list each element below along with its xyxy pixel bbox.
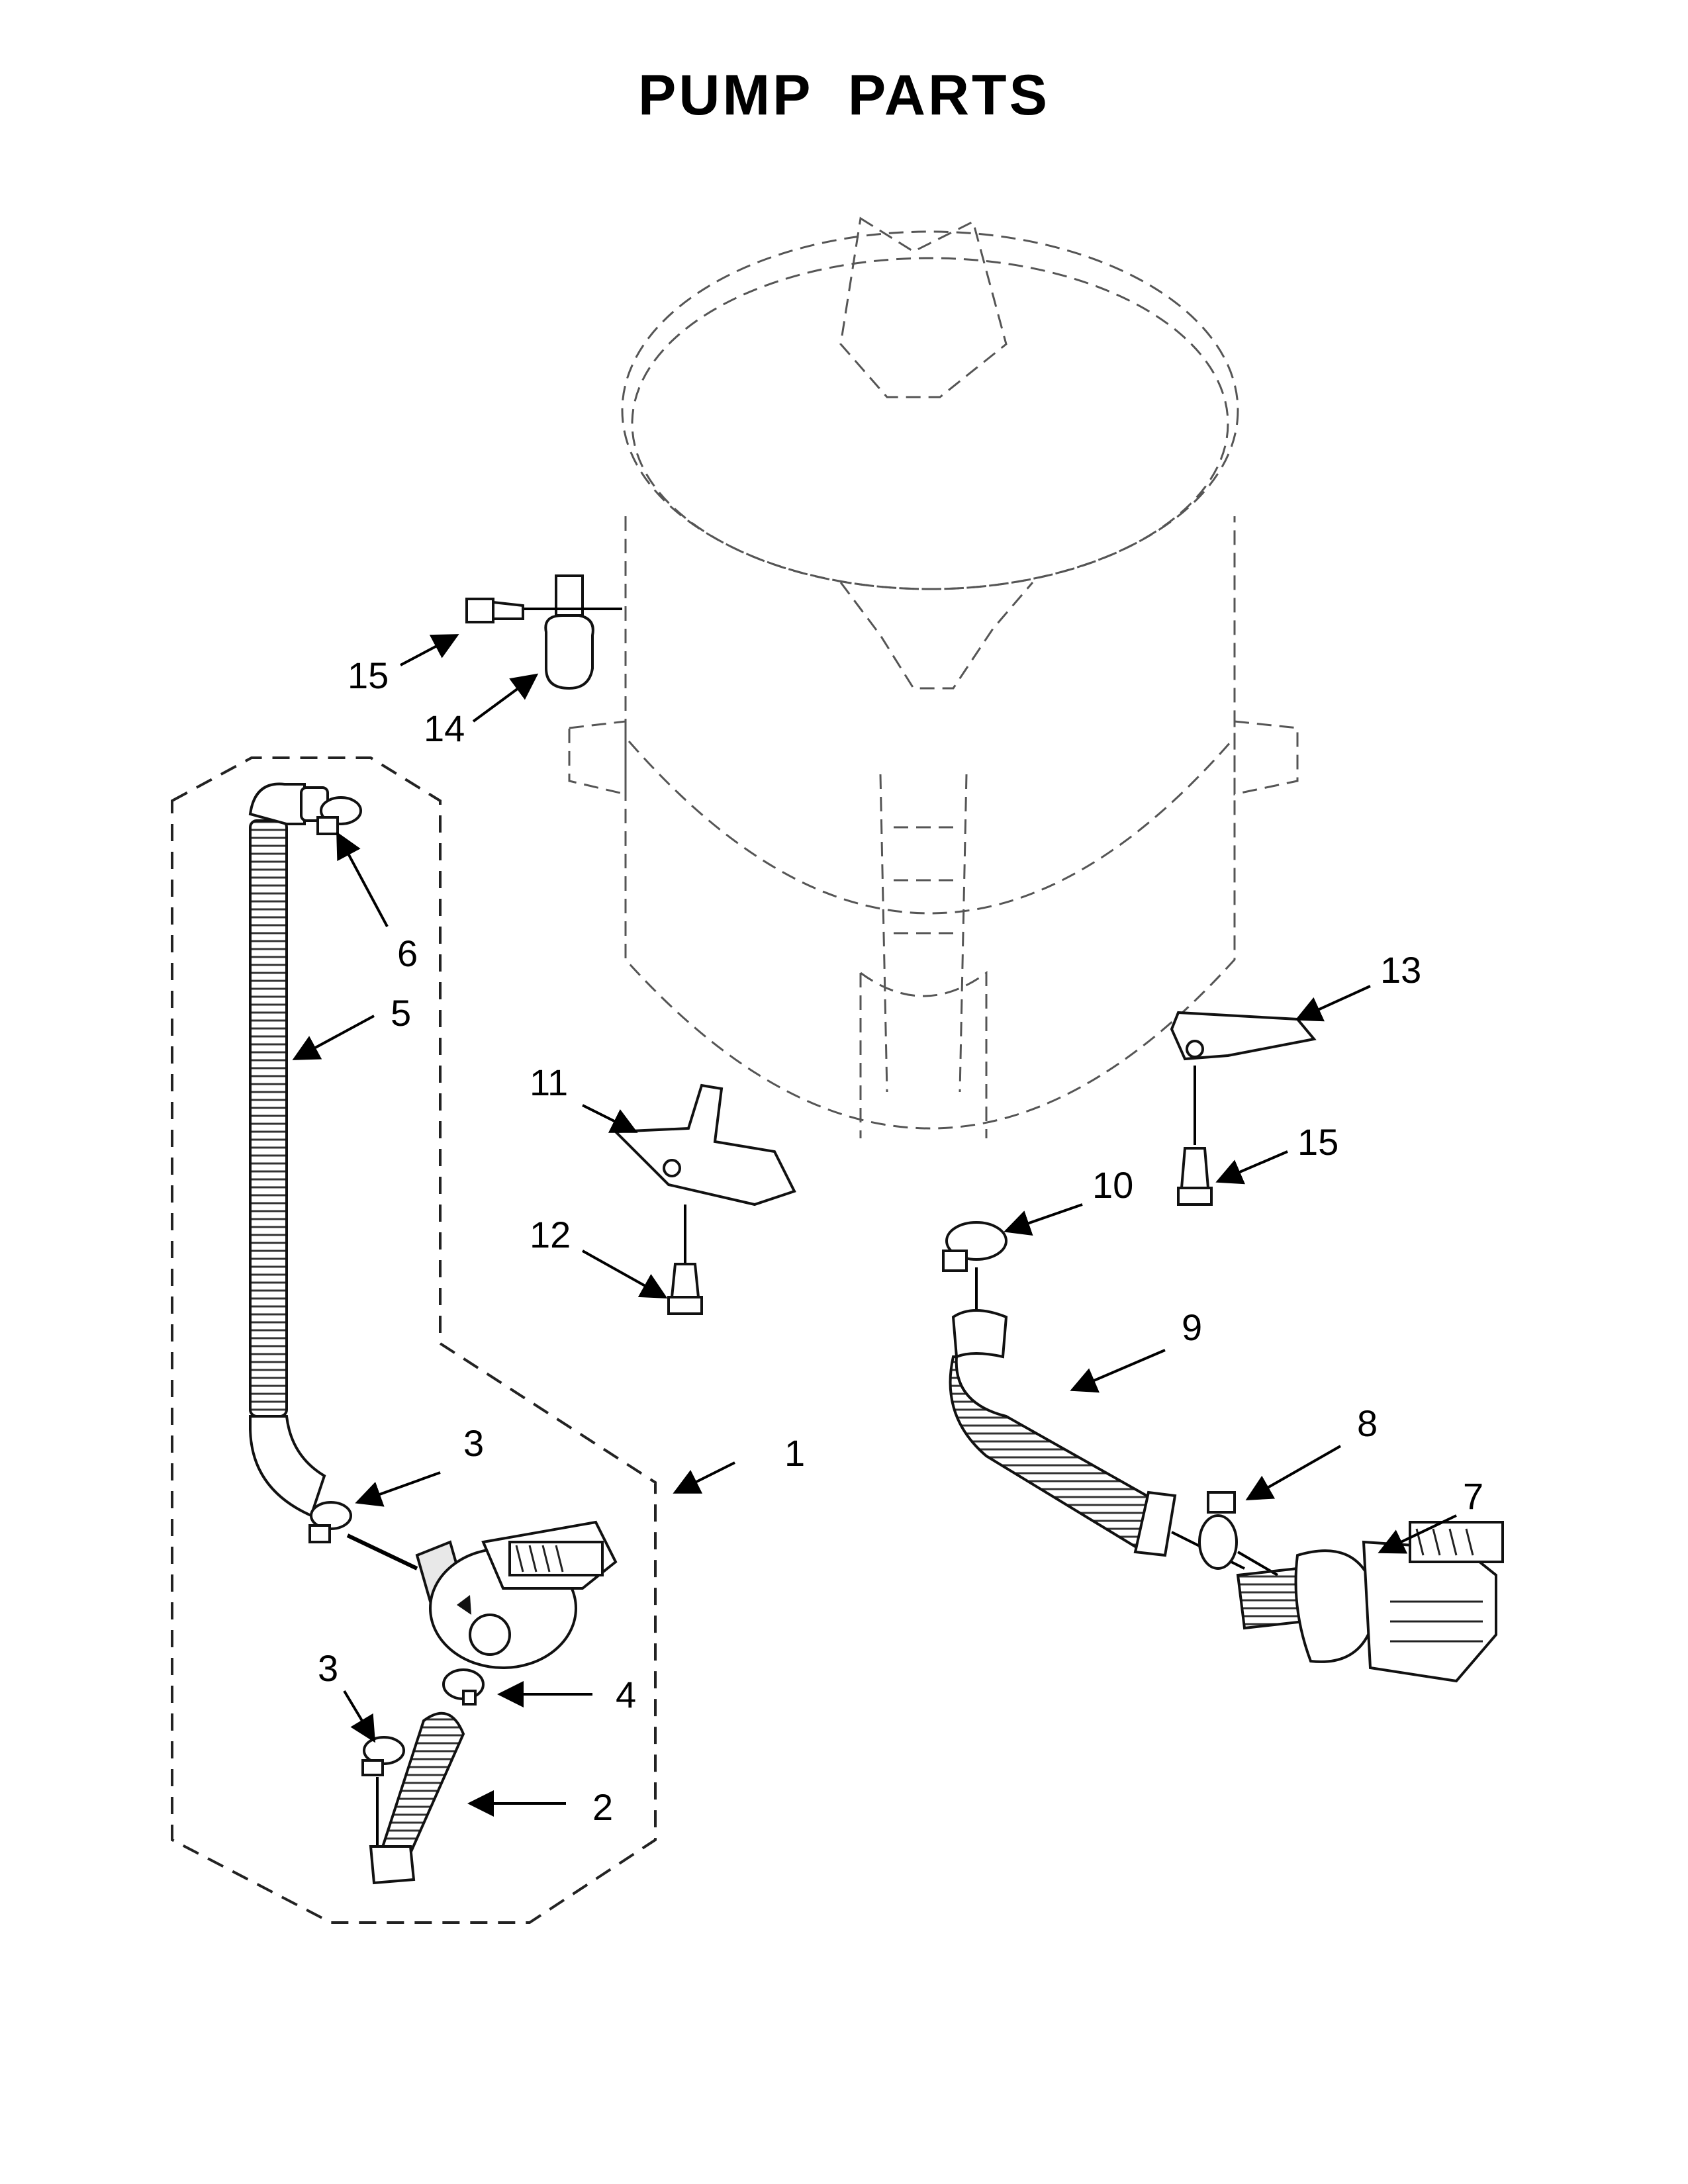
- callout-4: 4: [616, 1674, 636, 1715]
- page-title: PUMP PARTS: [638, 64, 1050, 127]
- kit-boundary: [171, 756, 657, 1924]
- callout-2: 2: [592, 1786, 613, 1828]
- callout-3-lower: 3: [318, 1647, 338, 1689]
- callout-15-upper: 15: [348, 655, 389, 696]
- hose-clamp-part-6[interactable]: [316, 796, 362, 835]
- hose-clamp-part-3-lower[interactable]: [361, 1736, 405, 1776]
- callout-7: 7: [1463, 1475, 1483, 1517]
- callout-leaders: [292, 634, 1457, 1817]
- seal-ring-part-4[interactable]: [442, 1668, 485, 1706]
- bracket-part-11[interactable]: [612, 1083, 796, 1206]
- drain-pump-part-7[interactable]: [1236, 1521, 1504, 1683]
- callout-9: 9: [1182, 1306, 1202, 1348]
- callout-3-upper: 3: [463, 1422, 484, 1464]
- callout-5: 5: [391, 992, 411, 1034]
- callout-12: 12: [530, 1214, 571, 1255]
- hose-clamp-part-10[interactable]: [942, 1221, 1008, 1272]
- drain-hose-part-5[interactable]: [248, 782, 329, 1518]
- pump-hose-part-2[interactable]: [369, 1711, 465, 1885]
- screw-part-15-lower[interactable]: [1177, 1147, 1213, 1206]
- hose-clamp-part-8[interactable]: [1198, 1491, 1238, 1570]
- callout-11: 11: [530, 1062, 568, 1103]
- bracket-part-13[interactable]: [1170, 1011, 1317, 1061]
- callout-1: 1: [784, 1432, 805, 1474]
- callout-10: 10: [1092, 1164, 1133, 1206]
- screw-part-12[interactable]: [667, 1263, 703, 1315]
- callout-13: 13: [1380, 949, 1421, 991]
- washer-tub-ghost: [568, 216, 1299, 1138]
- pump-assembly-kit[interactable]: [346, 1520, 618, 1669]
- callout-14: 14: [424, 707, 465, 749]
- callout-8: 8: [1357, 1402, 1378, 1444]
- screw-part-15-upper[interactable]: [465, 598, 524, 623]
- hose-clamp-part-3-upper[interactable]: [308, 1501, 352, 1543]
- bracket-part-14[interactable]: [544, 574, 594, 690]
- drain-hose-part-9[interactable]: [949, 1309, 1177, 1557]
- callout-6: 6: [397, 933, 418, 974]
- callout-15-lower: 15: [1297, 1121, 1338, 1163]
